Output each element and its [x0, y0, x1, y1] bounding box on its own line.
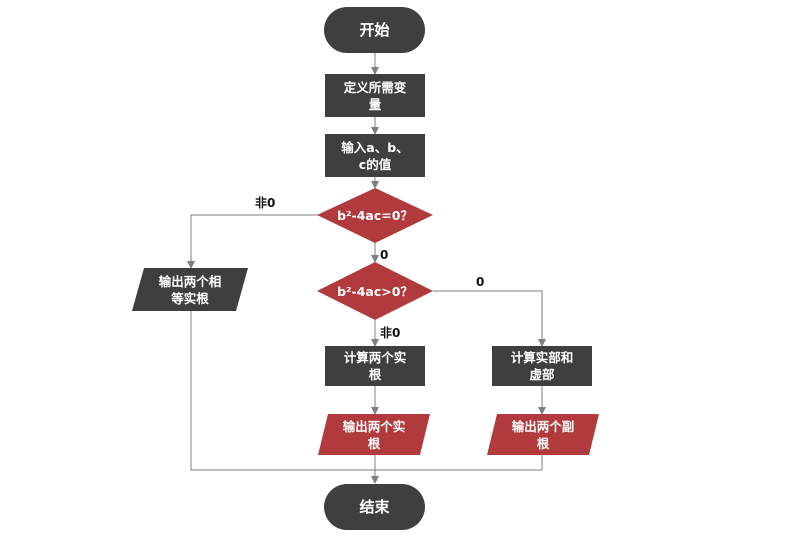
- define-variables-box: [325, 74, 425, 117]
- decision-discriminant-zero-shape: [317, 188, 433, 243]
- decision-discriminant-positive-label: b²-4ac>0？: [337, 284, 413, 299]
- decision-discriminant-zero: b²-4ac=0？: [317, 188, 433, 243]
- define-variables-label-line1: 定义所需变: [343, 80, 407, 95]
- output-real-roots-label-line2: 根: [368, 436, 381, 451]
- calc-real-roots-label-line1: 计算两个实: [344, 350, 407, 365]
- input-abc-label-line1: 输入a、b、: [341, 140, 408, 155]
- end-terminal-label: 结束: [359, 498, 390, 516]
- output-complex-roots: 输出两个副 根: [487, 414, 599, 455]
- connectors: [187, 53, 546, 484]
- calc-real-roots-process: 计算两个实 根: [325, 346, 425, 386]
- calc-real-roots-label-line2: 根: [369, 367, 382, 382]
- output-real-roots: 输出两个实 根: [318, 414, 430, 455]
- output-real-roots-label-line1: 输出两个实: [343, 419, 406, 434]
- output-real-roots-shape: [318, 414, 430, 455]
- calc-complex-parts-process: 计算实部和 虚部: [492, 346, 592, 386]
- decision-discriminant-zero-label: b²-4ac=0？: [337, 208, 413, 223]
- input-abc-label-line2: c的值: [359, 157, 392, 172]
- end-terminal: 结束: [324, 484, 425, 530]
- edge-label-eq-zero: 0: [380, 248, 388, 262]
- start-terminal-shape: [324, 7, 425, 53]
- input-abc-box: [325, 134, 425, 177]
- define-variables-process: 定义所需变 量: [325, 74, 425, 117]
- output-equal-roots: 输出两个相 等实根: [132, 268, 248, 311]
- decision-discriminant-positive: b²-4ac>0？: [317, 262, 433, 320]
- decision-discriminant-positive-shape: [317, 262, 433, 320]
- edge-label-eq-nonzero: 非0: [255, 195, 275, 210]
- start-terminal: 开始: [324, 7, 425, 53]
- output-complex-roots-label-line2: 根: [537, 436, 550, 451]
- edge-label-gt-nonzero: 非0: [380, 325, 400, 340]
- output-complex-roots-label-line1: 输出两个副: [512, 419, 575, 434]
- output-equal-roots-label-line2: 等实根: [170, 291, 209, 306]
- define-variables-label-line2: 量: [369, 97, 382, 112]
- calc-complex-parts-box: [492, 346, 592, 386]
- calc-complex-parts-label-line2: 虚部: [529, 367, 555, 382]
- connector-output-complex-merge: [375, 455, 543, 471]
- start-terminal-label: 开始: [359, 21, 389, 39]
- connector-output-equal-merge: [190, 311, 375, 471]
- calc-real-roots-box: [325, 346, 425, 386]
- output-equal-roots-label-line1: 输出两个相: [159, 274, 222, 289]
- end-terminal-shape: [324, 484, 425, 530]
- connector-decision-gt-calc-complex: [433, 290, 546, 347]
- output-complex-roots-shape: [487, 414, 599, 455]
- connector-decision-eq-output-equal: [187, 214, 318, 269]
- calc-complex-parts-label-line1: 计算实部和: [511, 350, 574, 365]
- output-equal-roots-shape: [132, 268, 248, 311]
- edge-label-gt-zero: 0: [476, 275, 484, 289]
- input-abc-process: 输入a、b、 c的值: [325, 134, 425, 177]
